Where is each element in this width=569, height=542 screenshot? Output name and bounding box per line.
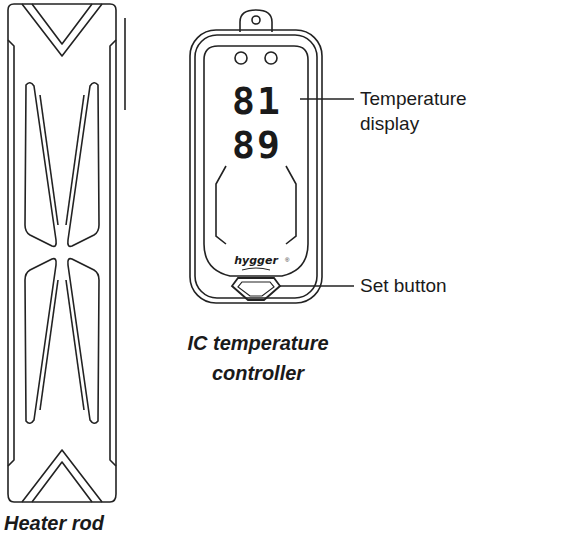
part-name: IC temperature controller (170, 328, 346, 388)
brand-logo: hygger (234, 255, 278, 266)
callout-label: Set button (360, 273, 510, 298)
temperature-digits: 89 (232, 126, 282, 164)
controller-body: 81 89 hygger (188, 8, 324, 305)
callout-label: Temperature display (360, 86, 510, 136)
trademark-mark: ® (285, 257, 295, 263)
part-name: Heater rod (4, 508, 164, 538)
temperature-digits: 81 (232, 82, 282, 120)
heater-rod (8, 4, 125, 502)
leader-line (280, 285, 354, 286)
